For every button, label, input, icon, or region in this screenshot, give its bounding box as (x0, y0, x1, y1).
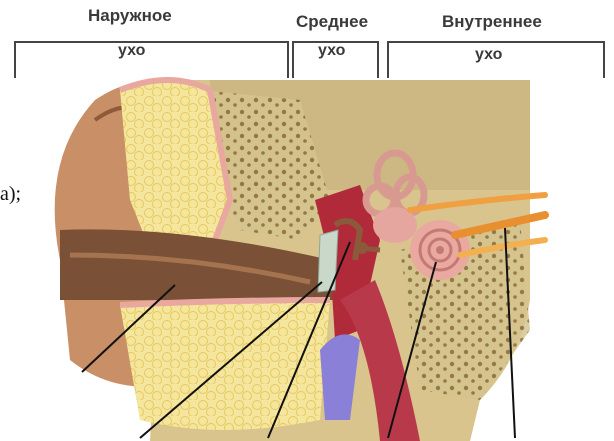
outer-ear-subheader: ухо (118, 42, 145, 60)
outer-ear-bracket (15, 42, 288, 78)
section-brackets (15, 42, 604, 78)
outer-ear-header: Наружное (88, 6, 172, 26)
inner-ear-header: Внутреннее (442, 12, 542, 32)
text-fragment: а); (0, 183, 21, 206)
middle-ear-subheader: ухо (318, 42, 345, 60)
middle-ear-header: Среднее (296, 12, 368, 32)
inner-ear-subheader: ухо (475, 46, 502, 64)
cochlea (410, 220, 470, 280)
